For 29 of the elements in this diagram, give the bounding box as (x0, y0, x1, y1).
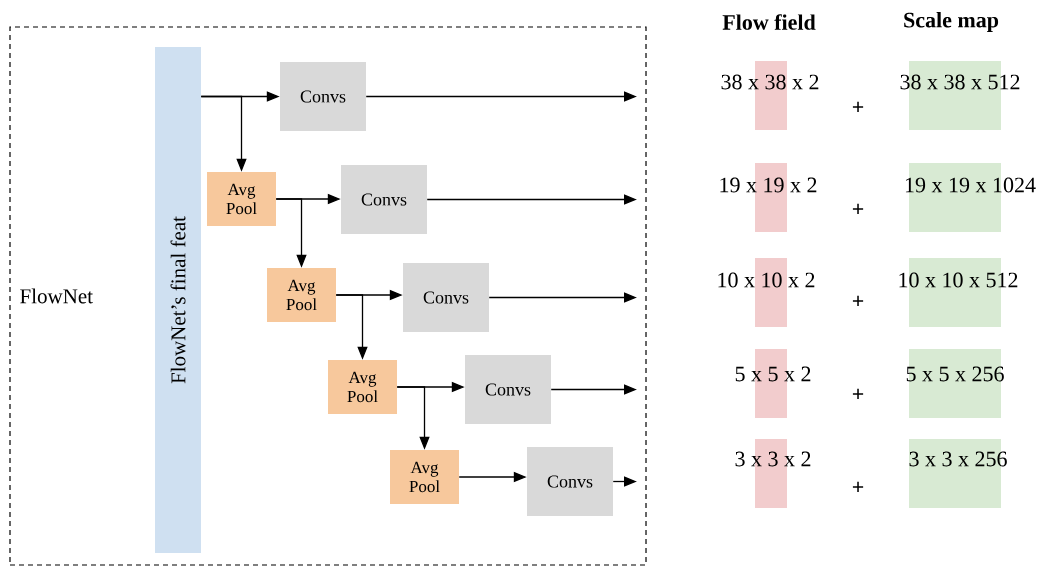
dimension-text: 3 x 3 x 256 (909, 451, 1007, 467)
column-heading: Scale map (904, 12, 999, 32)
plus-sign: + (852, 101, 864, 113)
avg-pool-box: Avg Pool (267, 268, 336, 322)
dimension-text: 5 x 5 x 256 (906, 366, 1004, 382)
feature-bar: FlowNet’s final feat (155, 47, 201, 553)
convs-box: Convs (280, 62, 366, 131)
plus-sign: + (852, 481, 864, 493)
convs-box: Convs (527, 447, 613, 516)
column-heading: Flow field (722, 14, 816, 30)
dimension-text: 10 x 10 x 2 (718, 272, 815, 288)
dimension-text: 5 x 5 x 2 (735, 366, 811, 382)
frame-label: FlowNet (20, 288, 93, 304)
dimension-text: 10 x 10 x 512 (899, 272, 1018, 288)
avg-pool-box: Avg Pool (207, 172, 276, 226)
convs-box: Convs (341, 165, 427, 234)
plus-sign: + (852, 203, 864, 215)
convs-box: Convs (465, 355, 551, 424)
dashed-frame (9, 26, 647, 566)
convs-box: Convs (403, 263, 489, 332)
avg-pool-box: Avg Pool (328, 360, 397, 414)
dimension-text: 38 x 38 x 512 (900, 74, 1020, 90)
dimension-text: 19 x 19 x 1024 (905, 177, 1036, 193)
plus-sign: + (852, 295, 864, 307)
plus-sign: + (852, 388, 864, 400)
avg-pool-box: Avg Pool (390, 450, 459, 504)
dimension-text: 38 x 38 x 2 (721, 74, 819, 90)
dimension-text: 3 x 3 x 2 (735, 451, 811, 467)
dimension-text: 19 x 19 x 2 (720, 177, 817, 193)
